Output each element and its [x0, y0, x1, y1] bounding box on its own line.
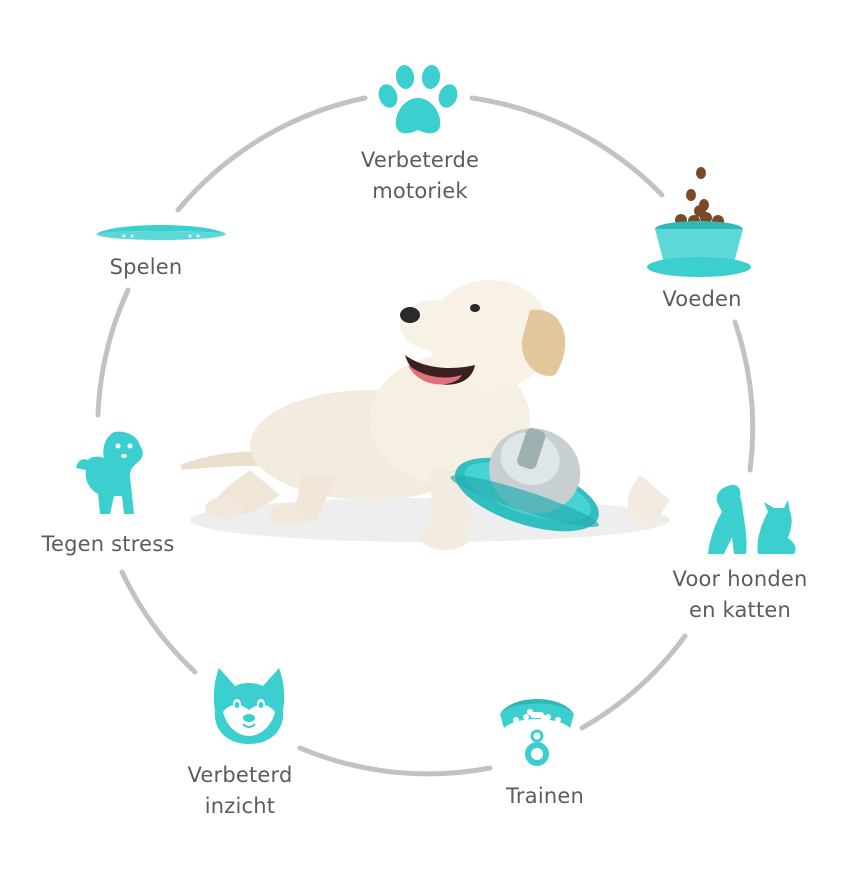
label-line: Voeden [662, 287, 742, 311]
frisbee-icon [96, 225, 226, 240]
label-line: Tegen stress [41, 532, 175, 556]
label-trainen: Trainen [480, 781, 610, 812]
ring-segment [297, 745, 493, 777]
label-line: Spelen [109, 255, 183, 279]
label-voor-honden-en-katten: Voor honden en katten [650, 564, 830, 626]
ring-segment [175, 95, 368, 213]
ring-segment [732, 319, 756, 473]
ring-segment [579, 633, 688, 731]
ring-segment [119, 569, 198, 675]
collar-icon [500, 699, 574, 766]
shiba-face-icon [213, 668, 285, 744]
label-verbeterd-inzicht: Verbeterd inzicht [160, 760, 320, 822]
food-bowl-icon [647, 167, 751, 277]
paw-icon [378, 65, 458, 134]
label-line: Voor honden [672, 567, 808, 591]
puppy-with-treat-ball-image [180, 280, 670, 550]
label-line: motoriek [372, 179, 468, 203]
label-line: Verbeterde [360, 148, 480, 172]
dog-and-cat-icon [708, 484, 796, 554]
label-line: Verbeterd [187, 763, 293, 787]
label-verbeterde-motoriek: Verbeterde motoriek [320, 145, 520, 207]
ring-segment [469, 95, 665, 198]
label-voeden: Voeden [642, 284, 762, 315]
ring-segment [95, 287, 131, 418]
label-line: Trainen [505, 784, 585, 808]
label-line: en katten [688, 598, 792, 622]
label-line: inzicht [204, 794, 276, 818]
label-spelen: Spelen [86, 252, 206, 283]
label-tegen-stress: Tegen stress [18, 529, 198, 560]
puppy-icon [76, 431, 143, 514]
